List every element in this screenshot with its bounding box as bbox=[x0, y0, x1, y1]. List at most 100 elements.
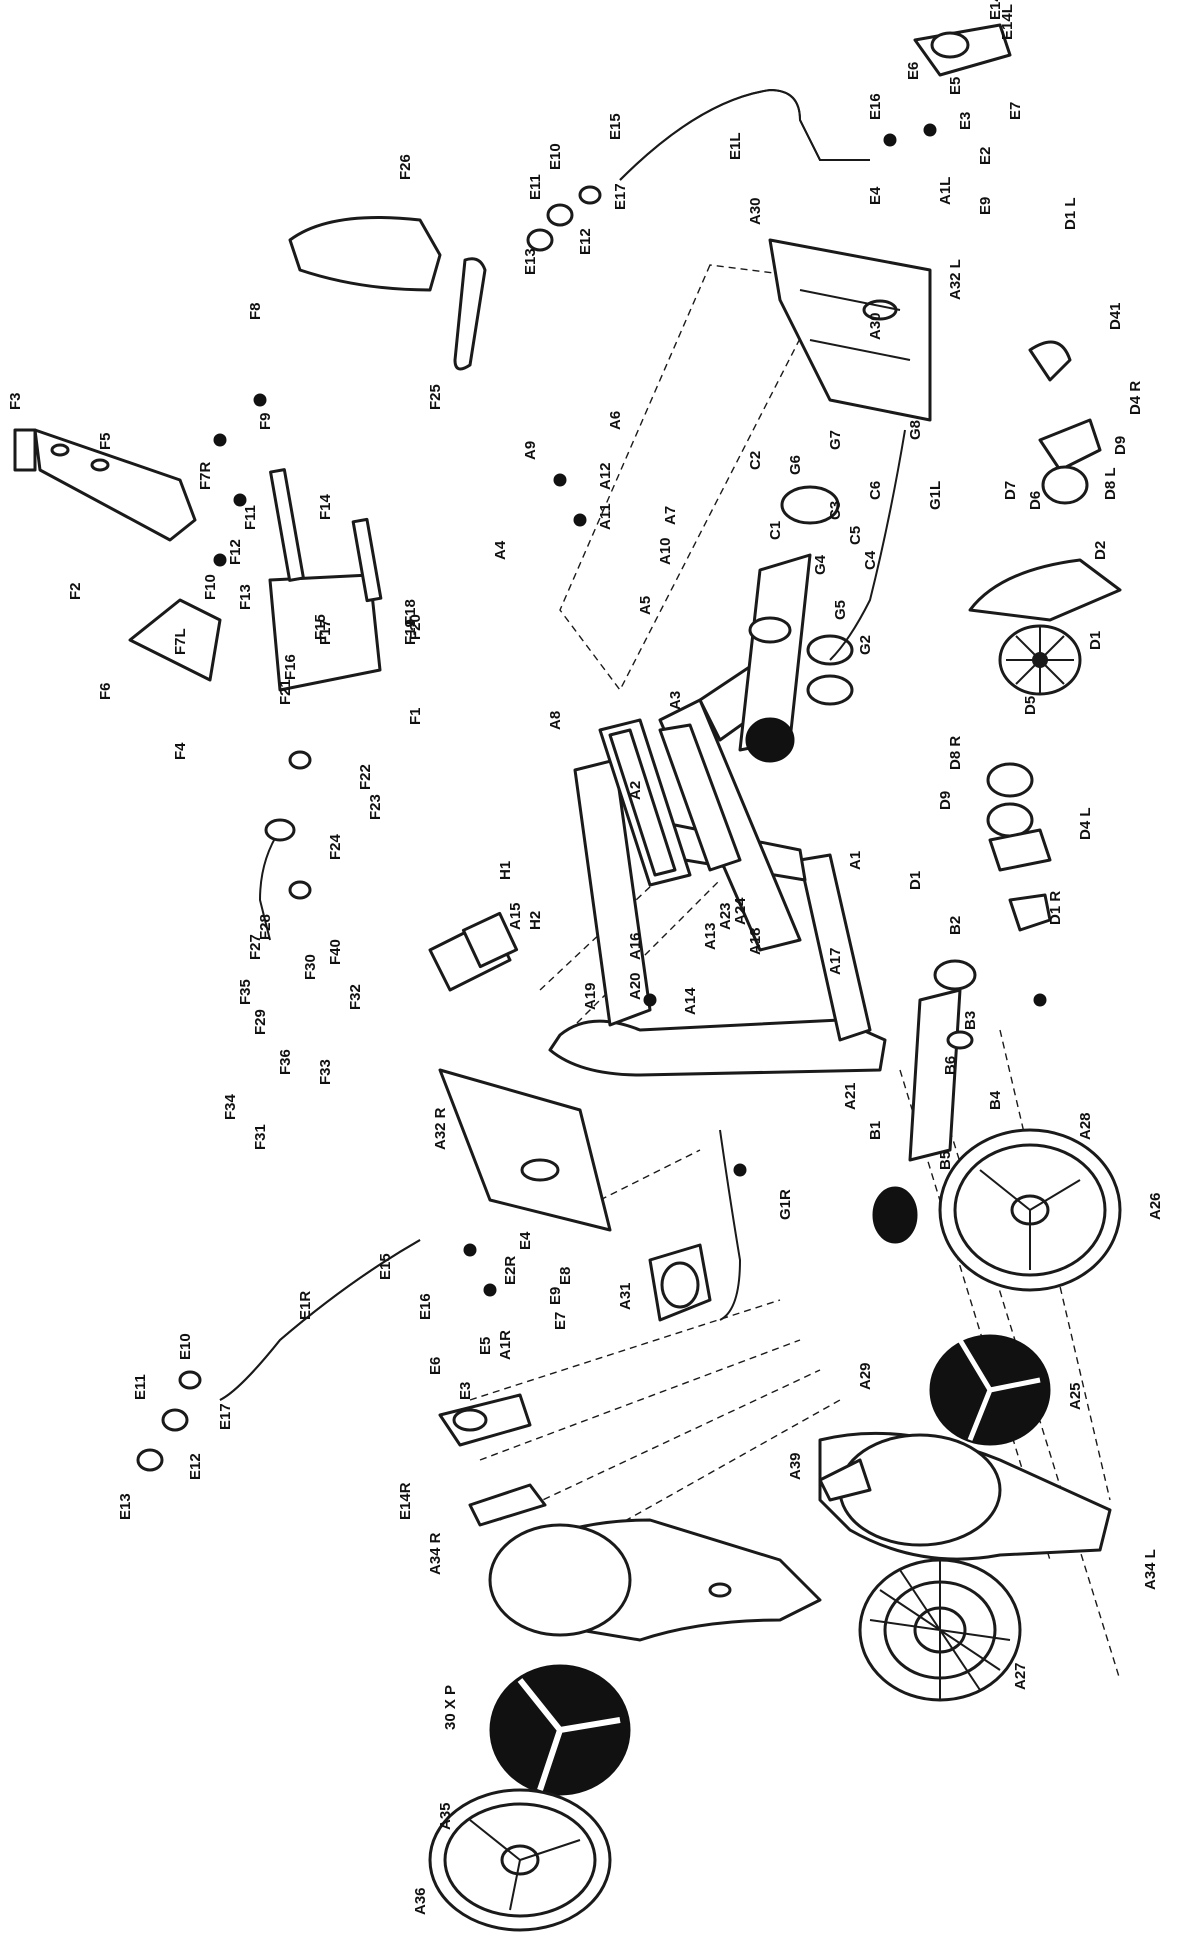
part-label-f26: F26 bbox=[397, 154, 414, 180]
part-label-e2r: E2R bbox=[502, 1256, 519, 1285]
part-label-a21: A21 bbox=[842, 1082, 859, 1110]
part-label-f29: F29 bbox=[252, 1009, 269, 1035]
part-label-d4l: D4 L bbox=[1077, 807, 1094, 840]
seat-slider bbox=[13, 428, 197, 542]
part-label-a9: A9 bbox=[522, 441, 539, 460]
part-label-e1r: E1R bbox=[297, 1291, 314, 1320]
part-label-d4r: D4 R bbox=[1127, 381, 1144, 415]
part-label-a27: A27 bbox=[1012, 1662, 1029, 1690]
part-label-b1: B1 bbox=[867, 1121, 884, 1140]
part-label-f9: F9 bbox=[257, 412, 274, 430]
part-label-d41: D41 bbox=[1107, 302, 1124, 330]
flywheel-left-lower bbox=[428, 1788, 612, 1932]
part-label-c6a: C6 bbox=[867, 481, 884, 500]
part-label-a17: A17 bbox=[827, 947, 844, 975]
part-label-f15: F15 bbox=[312, 614, 329, 640]
part-label-f25: F25 bbox=[427, 384, 444, 410]
part-label-g1l: G1L bbox=[927, 481, 944, 510]
seat-post bbox=[268, 468, 383, 692]
part-label-e5b: E5 bbox=[477, 1337, 494, 1355]
part-label-e14r: E14R bbox=[397, 1482, 414, 1520]
part-label-a1l: A1L bbox=[937, 177, 954, 205]
part-label-f4: F4 bbox=[172, 742, 189, 760]
part-label-a35: A35 bbox=[437, 1802, 454, 1830]
part-label-f16: F16 bbox=[282, 654, 299, 680]
part-label-a7: A7 bbox=[662, 506, 679, 525]
part-label-c3a: C3 bbox=[827, 501, 844, 520]
part-label-a32r: A32 R bbox=[432, 1107, 449, 1150]
part-label-e12b: E12 bbox=[187, 1453, 204, 1480]
drive-left bbox=[968, 340, 1122, 932]
handlebar-right bbox=[219, 1239, 547, 1527]
part-label-g6a: G6 bbox=[787, 455, 804, 475]
part-label-f24: F24 bbox=[327, 833, 344, 860]
part-label-f3: F3 bbox=[7, 392, 24, 410]
part-label-a14: A14 bbox=[682, 987, 699, 1015]
part-label-e1l: E1L bbox=[727, 132, 744, 160]
part-label-a5: A5 bbox=[637, 596, 654, 615]
part-label-e2a: E2 bbox=[977, 147, 994, 165]
part-label-d2a: D2 bbox=[1092, 541, 1109, 560]
flywheel-right-upper bbox=[938, 1128, 1122, 1292]
handlebar-left bbox=[619, 23, 1012, 181]
part-label-a18: A18 bbox=[747, 927, 764, 955]
fan-wheel-a27 bbox=[858, 1558, 1022, 1702]
part-label-e7b: E7 bbox=[552, 1312, 569, 1330]
part-label-f1: F1 bbox=[407, 707, 424, 725]
part-label-g1r: G1R bbox=[777, 1189, 794, 1220]
part-label-e16b: E16 bbox=[417, 1293, 434, 1320]
part-label-d1a: D1 bbox=[1087, 631, 1104, 650]
part-label-h1: H1 bbox=[497, 861, 514, 880]
part-label-c4a: C4 bbox=[862, 550, 879, 570]
part-label-f10: F10 bbox=[202, 574, 219, 600]
part-label-a25: A25 bbox=[1067, 1382, 1084, 1410]
part-label-a16: A16 bbox=[627, 932, 644, 960]
part-label-e10a: E10 bbox=[547, 143, 564, 170]
part-label-b5: B5 bbox=[937, 1151, 954, 1170]
part-label-d9b: D9 bbox=[937, 791, 954, 810]
part-label-f7r: F7R bbox=[197, 461, 214, 490]
part-label-e6a: E6 bbox=[905, 62, 922, 80]
part-label-e12a: E12 bbox=[577, 228, 594, 255]
part-label-e13b: E13 bbox=[117, 1493, 134, 1520]
part-label-e17a: E17 bbox=[612, 183, 629, 210]
part-label-e5a: E5 bbox=[947, 77, 964, 95]
part-label-f23: F23 bbox=[367, 794, 384, 820]
part-label-f2: F2 bbox=[67, 582, 84, 600]
part-label-a4: A4 bbox=[492, 540, 509, 560]
part-label-f19: F19 bbox=[402, 619, 419, 645]
part-label-e6b: E6 bbox=[427, 1357, 444, 1375]
part-label-f22: F22 bbox=[357, 764, 374, 790]
lower-seat-post bbox=[258, 750, 312, 941]
part-label-a31: A31 bbox=[617, 1282, 634, 1310]
grip-left bbox=[526, 185, 602, 252]
part-label-a11: A11 bbox=[597, 503, 614, 530]
part-label-a19: A19 bbox=[582, 982, 599, 1010]
part-label-f34: F34 bbox=[222, 1093, 239, 1120]
part-label-a2: A2 bbox=[627, 781, 644, 800]
brake-disc-a25-lower bbox=[489, 1664, 631, 1796]
part-label-a30b: A30 bbox=[867, 312, 884, 340]
part-label-f7l: F7L bbox=[172, 628, 189, 655]
part-label-e4b: E4 bbox=[517, 1231, 534, 1250]
part-label-e9b: E9 bbox=[547, 1287, 564, 1305]
front-column bbox=[738, 485, 854, 763]
part-label-e7a: E7 bbox=[1007, 102, 1024, 120]
part-label-c2a: C2 bbox=[747, 451, 764, 470]
part-label-h2: H2 bbox=[527, 911, 544, 930]
part-label-a13: A13 bbox=[702, 922, 719, 950]
part-label-a23: A23 bbox=[717, 902, 734, 930]
part-label-e16a: E16 bbox=[867, 93, 884, 120]
part-label-a30a: A30 bbox=[747, 197, 764, 225]
part-label-a3x: 30 X P bbox=[442, 1685, 459, 1730]
part-label-e15b: E15 bbox=[377, 1253, 394, 1280]
plate-f4 bbox=[128, 598, 222, 682]
axle-b1 bbox=[872, 959, 977, 1244]
console-h1 bbox=[428, 911, 519, 992]
frame-half-left bbox=[818, 1431, 1112, 1561]
part-label-f28: F28 bbox=[257, 914, 274, 940]
part-label-f8: F8 bbox=[247, 302, 264, 320]
part-label-f35: F35 bbox=[237, 979, 254, 1005]
